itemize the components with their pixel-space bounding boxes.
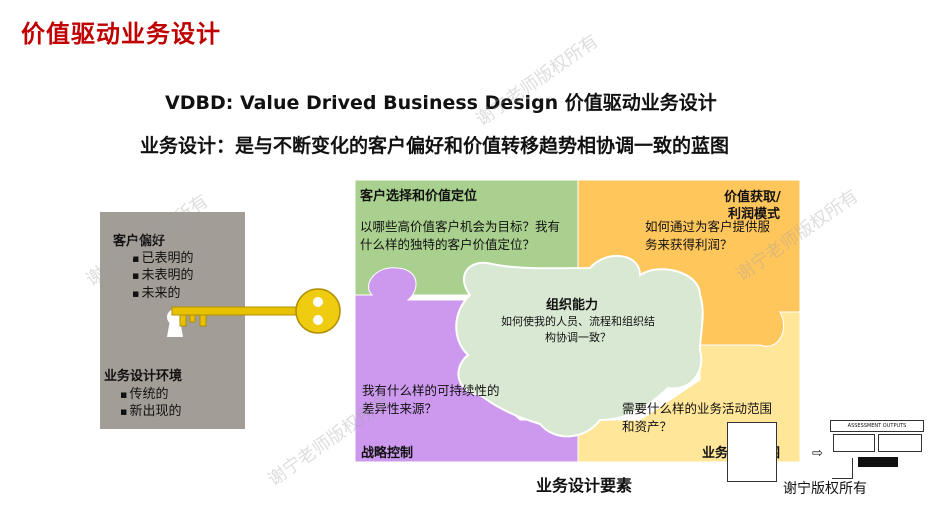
preference-item: 未表明的	[132, 264, 193, 283]
preference-item: 未来的	[132, 282, 180, 301]
customer-selection-text: 以哪些高价值客户机会为目标？我有什么样的独特的客户价值定位？	[360, 219, 561, 252]
thumbnail-bar	[858, 457, 898, 467]
key-icon	[171, 288, 341, 334]
thumbnail-box	[832, 458, 853, 479]
profit-model-title-line1: 价值获取/	[724, 190, 781, 205]
subtitle-vdbd: VDBD: Value Drived Business Design 价值驱动业…	[165, 92, 717, 114]
customer-selection-title: 客户选择和价值定位	[360, 189, 478, 204]
environment-item: 新出现的	[120, 400, 181, 419]
arrow-icon: ⇨	[812, 446, 823, 461]
profit-model-text: 如何通过为客户提供服务来获得利润？	[645, 219, 771, 252]
business-scope-text: 需要什么样的业务活动范围和资产？	[622, 401, 773, 434]
subtitle-definition: 业务设计：是与不断变化的客户偏好和价值转移趋势相协调一致的蓝图	[140, 135, 730, 157]
strategic-control-text: 我有什么样的可持续性的差异性来源？	[362, 383, 500, 416]
copyright-text: 谢宁版权所有	[783, 481, 867, 497]
profit-model-title-line2: 利润模式	[728, 207, 781, 222]
thumbnail-box	[878, 434, 922, 452]
thumbnail-box	[727, 422, 777, 482]
mini-header: ASSESSMENT OUTPUTS	[830, 420, 924, 432]
organization-text: 如何使我的人员、流程和组织结构协调一致？	[501, 315, 655, 344]
strategic-control-title: 战略控制	[361, 446, 414, 461]
business-design-elements-label: 业务设计要素	[536, 476, 633, 495]
thumbnail-box	[833, 434, 875, 452]
business-environment-heading: 业务设计环境	[104, 369, 183, 384]
slide-title: 价值驱动业务设计	[21, 20, 221, 48]
puzzle-piece-organization	[455, 255, 704, 438]
organization-title: 组织能力	[546, 298, 599, 313]
preference-item: 已表明的	[132, 247, 193, 266]
customer-preference-heading: 客户偏好	[113, 234, 166, 249]
environment-item: 传统的	[120, 383, 168, 402]
